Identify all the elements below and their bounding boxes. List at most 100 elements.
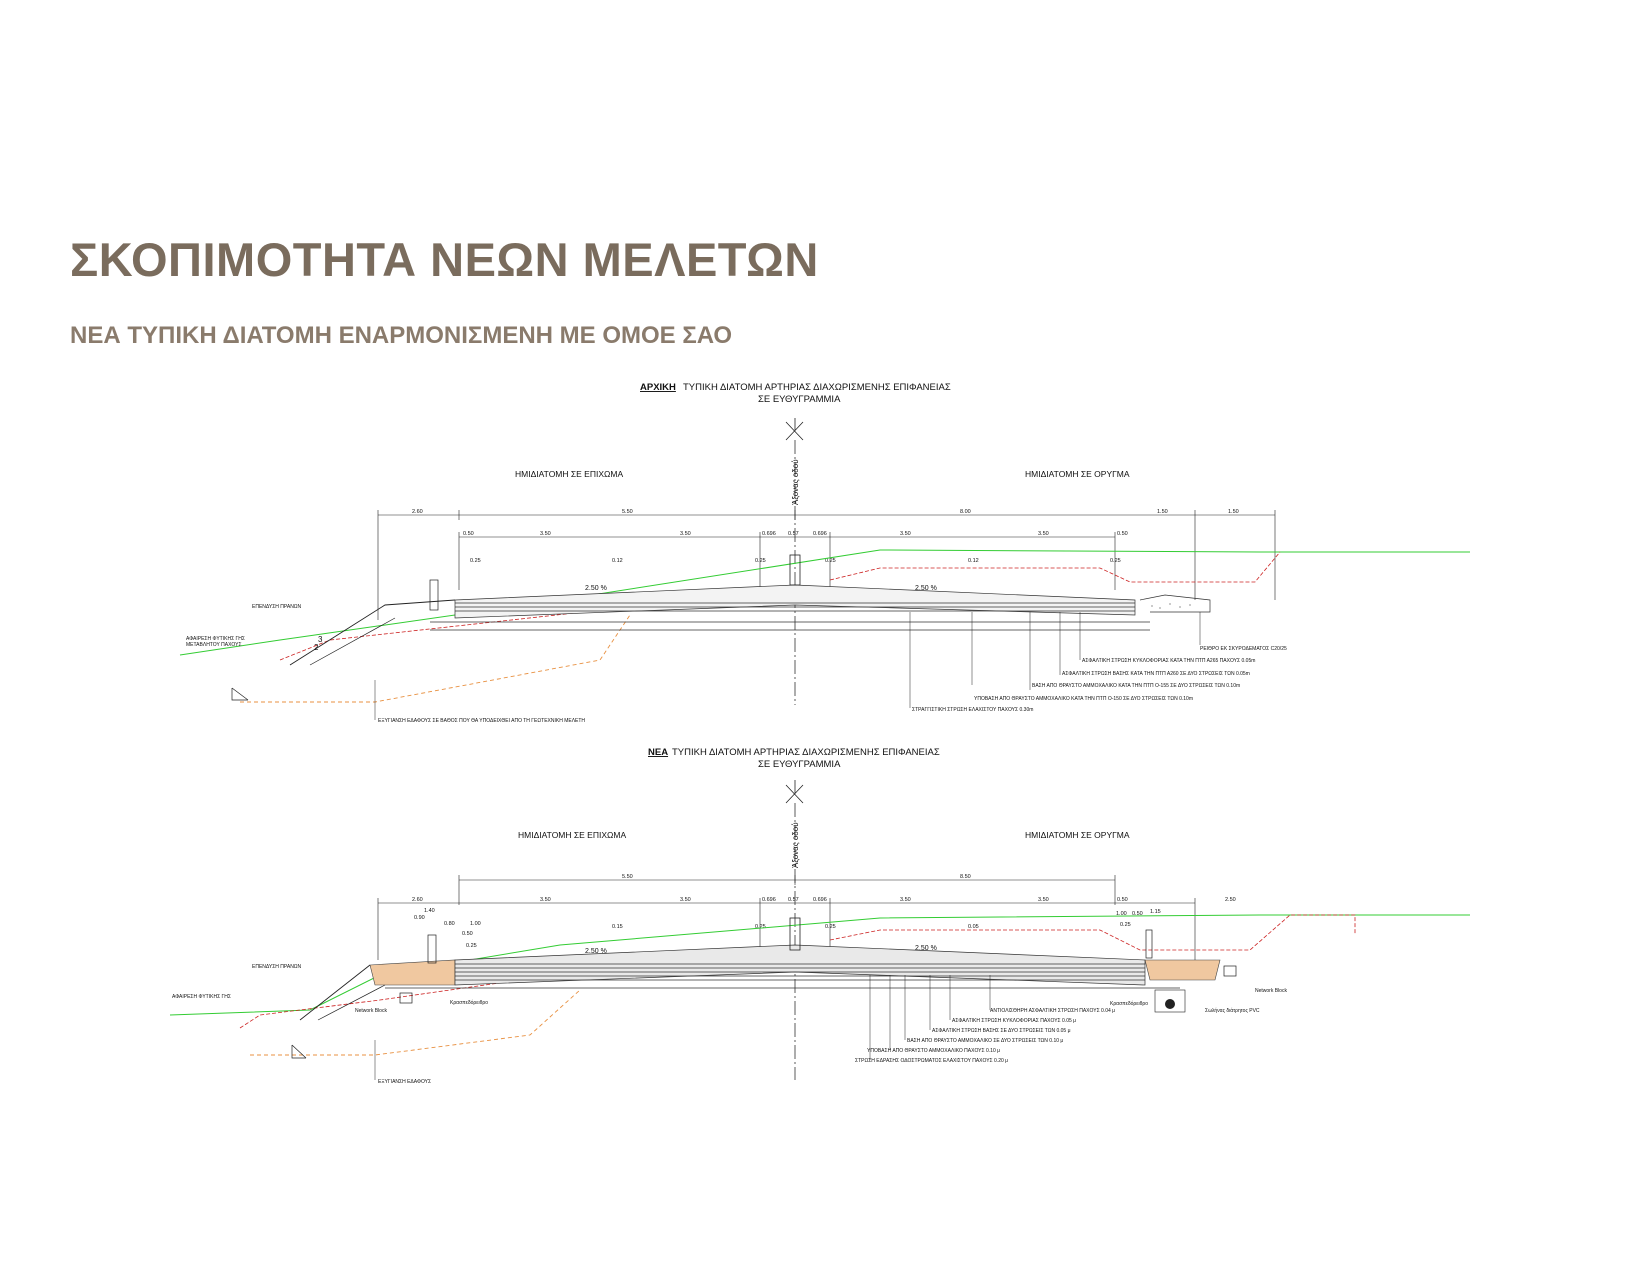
bottom-dim3-4: 1.00: [470, 921, 481, 927]
bottom-note-left-4: Κρασπεδόρειθρο: [450, 999, 488, 1006]
bottom-note-right-7: Σωλήνας διάτρητος PVC: [1205, 1007, 1260, 1014]
slide-subtitle: ΝΕΑ ΤΥΠΙΚΗ ΔΙΑΤΟΜΗ ΕΝΑΡΜΟΝΙΣΜΕΝΗ ΜΕ ΟΜΟΕ…: [70, 322, 733, 349]
top-dimension-lines: [377, 510, 1276, 620]
top-note-left-3: ΕΞΥΓΙΑΝΣΗ ΕΔΑΦΟΥΣ ΣΕ ΒΑΘΟΣ ΠΟΥ ΘΑ ΥΠΟΔΕΙ…: [378, 718, 585, 724]
bottom-fill-shoulder-left: [369, 959, 456, 986]
top-dim2-5: 0.57: [788, 531, 799, 537]
top-natural-ground-line: [179, 549, 1470, 656]
bottom-cross-section: ΝΕΑ ΤΥΠΙΚΗ ΔΙΑΤΟΜΗ ΑΡΤΗΡΙΑΣ ΔΙΑΧΩΡΙΣΜΕΝΗ…: [169, 747, 1470, 1085]
bottom-note-left-1: ΑΦΑΙΡΕΣΗ ΦΥΤΙΚΗΣ ΓΗΣ: [172, 994, 231, 1000]
bottom-dim2-2: 3.50: [540, 897, 551, 903]
bottom-heading-line2: ΣΕ ΕΥΘΥΓΡΑΜΜΙΑ: [758, 759, 841, 770]
top-cross-section: ΑΡΧΙΚΗ ΤΥΠΙΚΗ ΔΙΑΤΟΜΗ ΑΡΤΗΡΙΑΣ ΔΙΑΧΩΡΙΣΜ…: [179, 382, 1470, 724]
top-dim3-5: 0.12: [968, 558, 979, 564]
top-slope-ratio-3: 3: [318, 635, 323, 644]
bottom-note-right-2: ΑΣΦΑΛΤΙΚΗ ΣΤΡΩΣΗ ΒΑΣΗΣ ΣΕ ΔΥΟ ΣΤΡΩΣΕΙΣ Τ…: [932, 1028, 1071, 1034]
bottom-dim3-8: 0.25: [755, 924, 766, 930]
bottom-slope-left: 2.50 %: [585, 948, 607, 955]
bottom-axis-symbol-icon: [785, 780, 804, 804]
bottom-dim2-6: 0.696: [813, 897, 827, 903]
bottom-note-right-0: ΑΝΤΙΟΛΙΣΘΗΡΗ ΑΣΦΑΛΤΙΚΗ ΣΤΡΩΣΗ ΠΑΧΟΥΣ 0.0…: [990, 1008, 1115, 1014]
top-dim2-8: 3.50: [1038, 531, 1049, 537]
bottom-dim2-1: 2.60: [412, 897, 423, 903]
bottom-slope-triangle-icon: [291, 1044, 307, 1059]
top-drain-gravel: [1151, 603, 1191, 609]
top-dim-4: 1.50: [1157, 509, 1168, 515]
bottom-dim2-5: 0.57: [788, 897, 799, 903]
top-axis-label: Άξονας οδού: [791, 459, 800, 505]
top-embankment-lining: [309, 617, 396, 666]
bottom-axis-label: Άξονας οδού: [791, 822, 800, 868]
bottom-dim3-1: 1.40: [424, 908, 435, 914]
top-note-right-2: ΑΣΦΑΛΤΙΚΗ ΣΤΡΩΣΗ ΒΑΣΗΣ ΚΑΤΑ ΤΗΝ ΠΤΠ Α260…: [1062, 671, 1250, 677]
top-axis-symbol-icon: [785, 418, 804, 441]
bottom-natural-ground-line: [169, 914, 1470, 1016]
bottom-leader-lines: [374, 975, 991, 1080]
bottom-dim3-2: 0.90: [414, 915, 425, 921]
top-note-left-0: ΕΠΕΝΔΥΣΗ ΠΡΑΝΩΝ: [252, 604, 302, 610]
bottom-guardrail-post: [427, 934, 437, 964]
top-dim3-4: 0.25: [825, 558, 836, 564]
bottom-dim2-10: 2.50: [1225, 897, 1236, 903]
top-dim3-2: 0.12: [612, 558, 623, 564]
bottom-embankment-lining: [317, 984, 386, 1021]
bottom-note-right-4: ΥΠΟΒΑΣΗ ΑΠΟ ΘΡΑΥΣΤΟ ΑΜΜΟΧΑΛΙΚΟ ΠΑΧΟΥΣ 0.…: [867, 1048, 1000, 1054]
bottom-curb-right: [1223, 965, 1237, 977]
top-embankment-slope: [289, 599, 456, 666]
bottom-dim3-6: 0.25: [466, 943, 477, 949]
bottom-dim3-13: 1.15: [1150, 909, 1161, 915]
top-note-right-3: ΒΑΣΗ ΑΠΟ ΘΡΑΥΣΤΟ ΑΜΜΟΧΑΛΙΚΟ ΚΑΤΑ ΤΗΝ ΠΤΠ…: [1032, 683, 1240, 689]
top-slope-right: 2.50 %: [915, 585, 937, 592]
bottom-dim2-8: 3.50: [1038, 897, 1049, 903]
bottom-cut-line-left: [239, 979, 521, 1029]
top-right-half-label: ΗΜΙΔΙΑΤΟΜΗ ΣΕ ΟΡΥΓΜΑ: [1025, 469, 1130, 479]
bottom-heading-keyword: ΝΕΑ: [648, 747, 668, 758]
bottom-dim3-7: 0.15: [612, 924, 623, 930]
bottom-dim3-9: 0.25: [825, 924, 836, 930]
top-pavement-layers: [430, 584, 1211, 631]
bottom-dim2-3: 3.50: [680, 897, 691, 903]
bottom-excavation-line: [250, 989, 581, 1056]
top-note-left-2: ΜΕΤΑΒΛΗΤΟΥ ΠΑΧΟΥΣ: [186, 642, 242, 648]
top-heading-keyword: ΑΡΧΙΚΗ: [640, 382, 676, 393]
bottom-note-left-0: ΕΠΕΝΔΥΣΗ ΠΡΑΝΩΝ: [252, 964, 302, 970]
bottom-dim3-11: 1.00: [1116, 911, 1127, 917]
bottom-slope-right: 2.50 %: [915, 945, 937, 952]
top-dim-2: 5.50: [622, 509, 633, 515]
bottom-guardrail-post-right: [1145, 929, 1153, 959]
top-slope-left: 2.50 %: [585, 585, 607, 592]
top-cut-line-right: [829, 551, 1281, 583]
bottom-note-right-8: Network Block: [1255, 988, 1287, 994]
top-note-right-4: ΥΠΟΒΑΣΗ ΑΠΟ ΘΡΑΥΣΤΟ ΑΜΜΟΧΑΛΙΚΟ ΚΑΤΑ ΤΗΝ …: [974, 696, 1193, 702]
bottom-note-left-3: Network Block: [355, 1008, 387, 1014]
top-dim-5: 1.50: [1228, 509, 1239, 515]
bottom-dim3-10: 0.05: [968, 924, 979, 930]
top-left-half-label: ΗΜΙΔΙΑΤΟΜΗ ΣΕ ΕΠΙΧΩΜΑ: [515, 469, 623, 479]
top-heading-line2: ΣΕ ΕΥΘΥΓΡΑΜΜΙΑ: [758, 394, 841, 405]
top-dim2-1: 0.50: [463, 531, 474, 537]
top-dim3-6: 0.25: [1110, 558, 1121, 564]
top-note-left-1: ΑΦΑΙΡΕΣΗ ΦΥΤΙΚΗΣ ΓΗΣ: [186, 636, 245, 642]
top-heading-rest: ΤΥΠΙΚΗ ΔΙΑΤΟΜΗ ΑΡΤΗΡΙΑΣ ΔΙΑΧΩΡΙΣΜΕΝΗΣ ΕΠ…: [683, 382, 951, 393]
slide-title: ΣΚΟΠΙΜΟΤΗΤΑ ΝΕΩΝ ΜΕΛΕΤΩΝ: [70, 233, 819, 286]
bottom-dim2-4: 0.696: [762, 897, 776, 903]
bottom-left-half-label: ΗΜΙΔΙΑΤΟΜΗ ΣΕ ΕΠΙΧΩΜΑ: [518, 830, 626, 840]
bottom-drain-pipe-icon: [1165, 999, 1175, 1009]
top-slope-ratio-2: 2: [314, 643, 319, 652]
top-dim2-2: 3.50: [540, 531, 551, 537]
bottom-dim3-12: 0.50: [1132, 911, 1143, 917]
top-note-right-0: ΡΕΙΘΡΟ ΕΚ ΣΚΥΡΟΔΕΜΑΤΟΣ C20/25: [1200, 646, 1287, 652]
bottom-heading-rest: ΤΥΠΙΚΗ ΔΙΑΤΟΜΗ ΑΡΤΗΡΙΑΣ ΔΙΑΧΩΡΙΣΜΕΝΗΣ ΕΠ…: [672, 747, 940, 758]
bottom-drain-trench: [1154, 989, 1186, 1013]
top-cut-line-left: [279, 607, 621, 661]
bottom-dim-2: 8.50: [960, 874, 971, 880]
top-slope-triangle-icon: [231, 687, 249, 701]
bottom-dim2-7: 3.50: [900, 897, 911, 903]
bottom-note-right-1: ΑΣΦΑΛΤΙΚΗ ΣΤΡΩΣΗ ΚΥΚΛΟΦΟΡΙΑΣ ΠΑΧΟΥΣ 0.05…: [952, 1018, 1076, 1024]
bottom-cut-line-right: [829, 914, 1356, 951]
top-dim3-3: 0.25: [755, 558, 766, 564]
top-dim2-9: 0.50: [1117, 531, 1128, 537]
bottom-note-left-2: ΕΞΥΓΙΑΝΣΗ ΕΔΑΦΟΥΣ: [378, 1079, 431, 1085]
bottom-median-barrier: [789, 917, 801, 951]
